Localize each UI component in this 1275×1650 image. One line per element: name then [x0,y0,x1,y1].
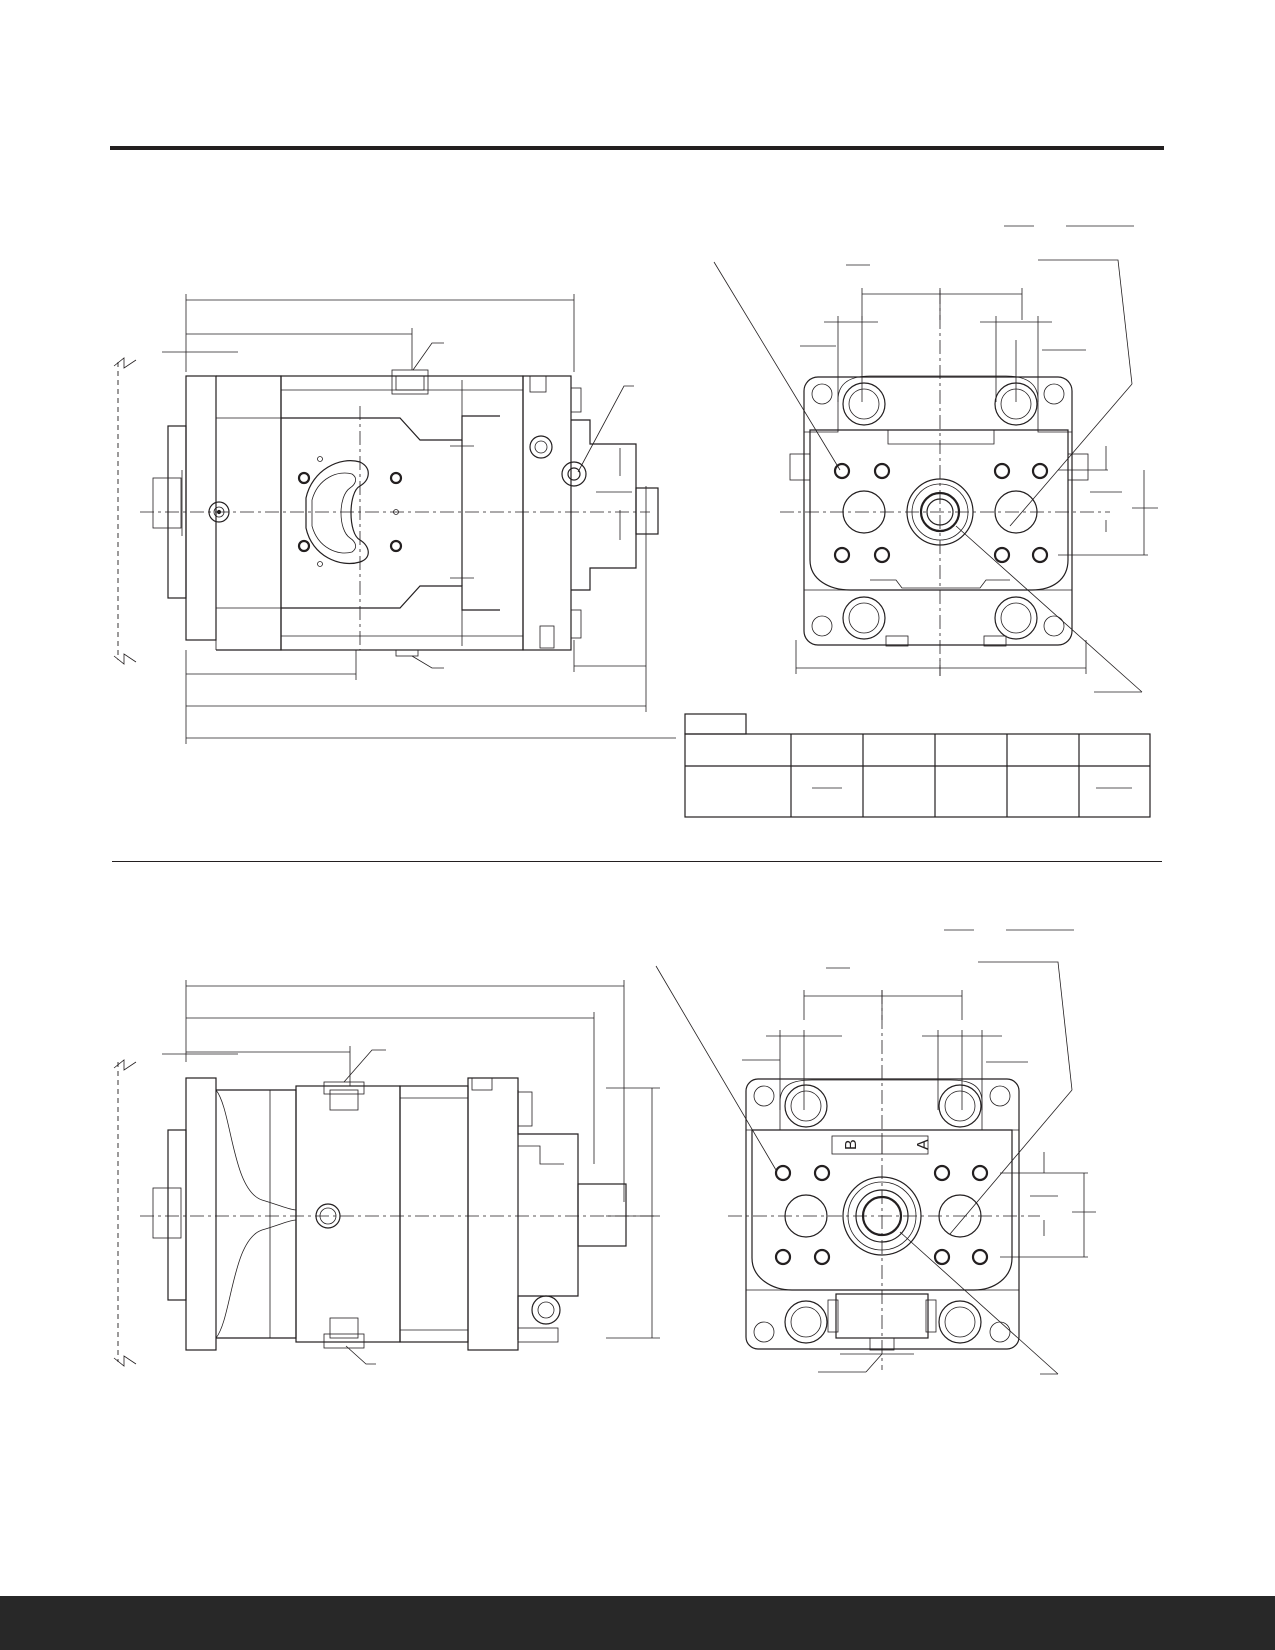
table-frame [684,733,1151,818]
section-rule [112,861,1162,862]
header-rule [110,146,1164,150]
footer-bar [0,1596,1275,1650]
port-label-b: B [843,1139,860,1150]
port-label-a: A [915,1139,932,1150]
